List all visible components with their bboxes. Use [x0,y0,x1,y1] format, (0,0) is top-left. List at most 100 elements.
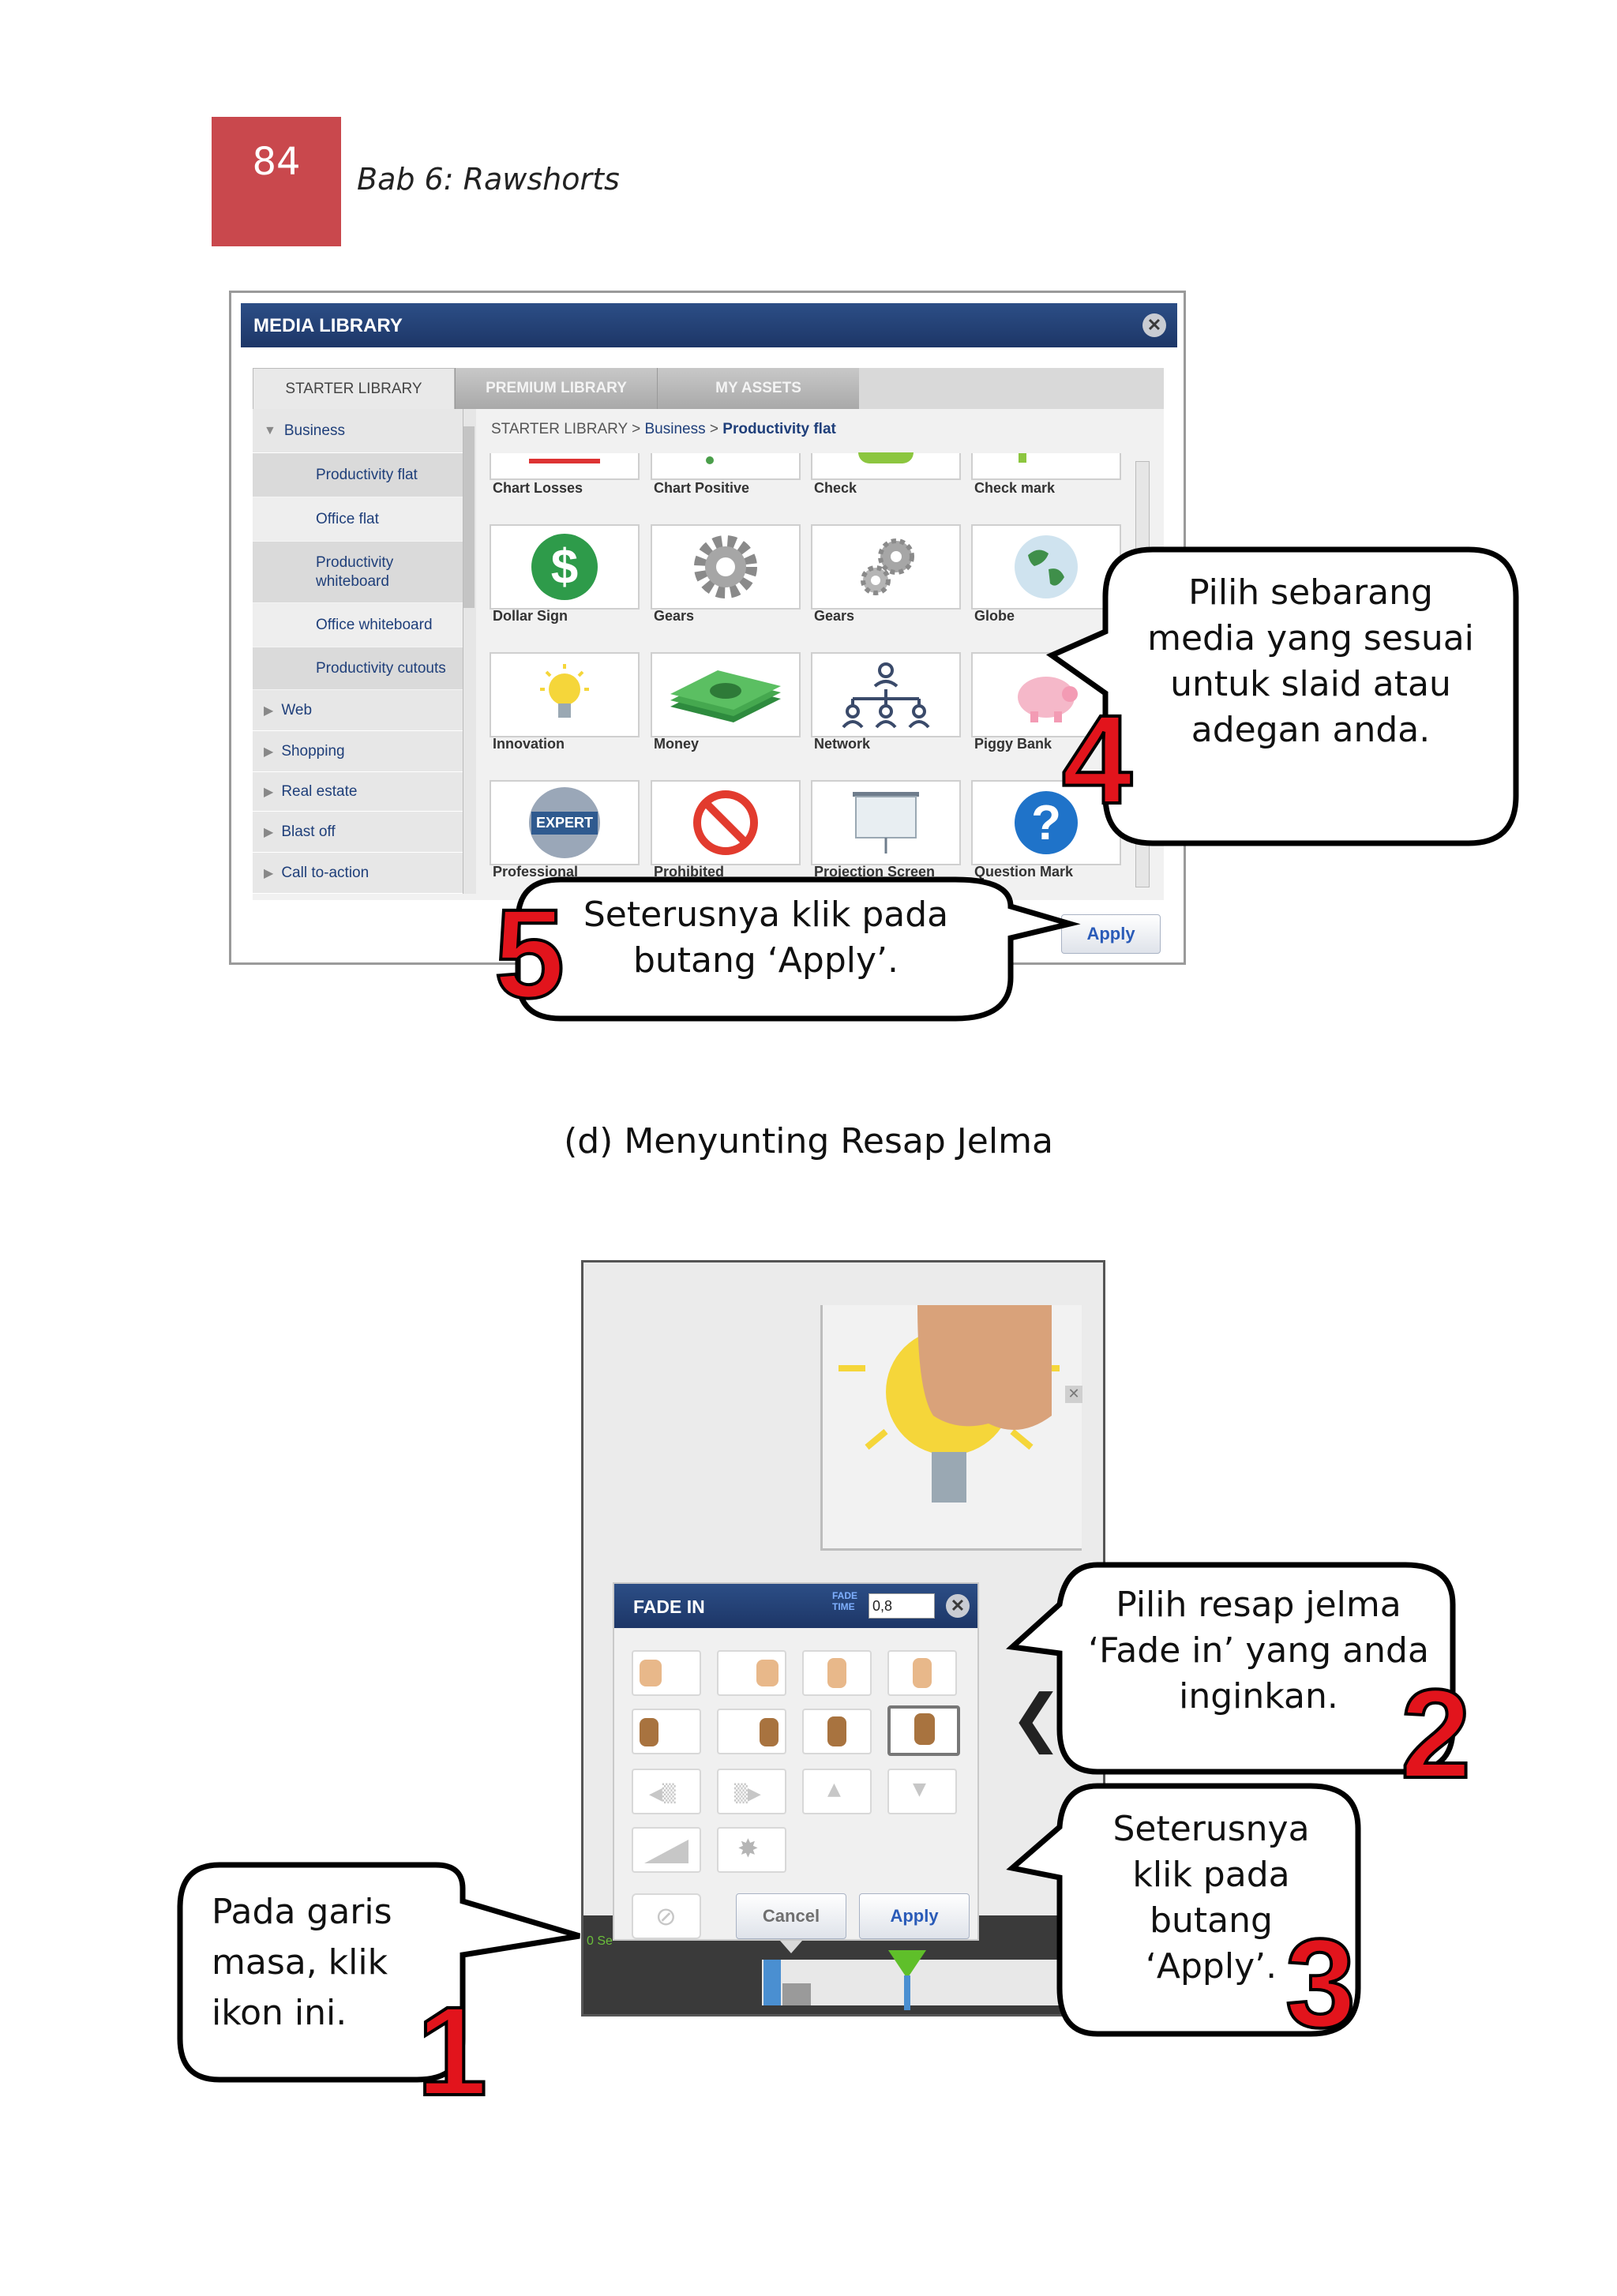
collapse-triangle-icon: ▶ [264,825,274,839]
tile-label: Gears [654,608,695,624]
burst-icon: ✸ [737,1833,759,1863]
apply-button[interactable]: Apply [859,1893,970,1939]
tile-professional[interactable]: EXPERT [490,780,640,865]
globe-icon [1015,535,1078,598]
projection-screen-icon [853,792,919,853]
category-sidebar: ▼Business Productivity flat Office flat … [253,409,463,894]
step-number-4: 4 [1060,688,1134,830]
callout-text-4: Pilih sebarang media yang sesuai untuk s… [1147,572,1474,750]
callout-bubble-3 [1006,1783,1361,2037]
check-icon [858,452,914,463]
tab-premium-library[interactable]: PREMIUM LIBRARY [455,368,657,409]
tile-prohibited[interactable] [651,780,801,865]
timeline-clip-start [763,1960,781,2005]
effect-slide-left-hand[interactable] [632,1650,701,1696]
close-icon[interactable]: ✕ [1142,313,1166,337]
collapse-triangle-icon: ▶ [264,785,274,799]
callout-bubble-2 [1006,1562,1456,1775]
timeline-clip[interactable] [762,1960,1103,2005]
no-effect-button[interactable]: ⊘ [632,1893,701,1939]
effect-arrow-left[interactable]: ◀▒ [632,1769,701,1814]
tile-globe[interactable] [971,524,1121,610]
fade-time-input[interactable]: 0,8 [869,1593,935,1619]
effect-slide-up-hand-dark[interactable] [802,1709,872,1754]
dollar-sign-icon: $ [531,534,598,600]
step-number-1: 1 [415,1980,489,2122]
expert-badge-icon: EXPERT [529,787,600,858]
close-icon[interactable]: ✕ [1065,1386,1082,1403]
breadcrumb-root[interactable]: STARTER LIBRARY [491,421,628,437]
expand-triangle-icon: ▼ [264,423,276,437]
tab-my-assets[interactable]: MY ASSETS [657,368,859,409]
close-icon[interactable]: ✕ [946,1594,970,1618]
page-number: 84 [252,140,301,184]
prohibited-icon [693,790,758,855]
apply-button[interactable]: Apply [1061,914,1161,954]
playhead-marker-icon[interactable] [884,1947,931,2010]
tile-projection-screen[interactable] [811,780,961,865]
arrow-left-icon: ◀▒ [649,1784,676,1804]
wipe-icon [644,1840,688,1863]
sidebar-item-blast-off[interactable]: ▶Blast off [253,812,463,853]
chart-losses-icon [529,459,600,463]
tile-check-mark[interactable] [971,453,1121,480]
scene-canvas [820,1305,1082,1551]
collapse-arrow-icon[interactable]: ❮ [1010,1681,1064,1754]
svg-text:?: ? [1031,796,1061,850]
tile-money[interactable] [651,652,801,737]
tab-starter-library[interactable]: STARTER LIBRARY [253,368,455,409]
tile-question-mark[interactable]: ? [971,780,1121,865]
tile-innovation[interactable] [490,652,640,737]
sidebar-item-shopping[interactable]: ▶Shopping [253,731,463,772]
callout-text-5: Seterusnya klik pada butang ‘Apply’. [583,895,949,981]
tile-label: Question Mark [974,864,1074,880]
fade-in-panel-header: FADE IN FADE TIME 0,8 ✕ [614,1584,977,1628]
effect-arrow-up[interactable]: ▲ [802,1769,872,1814]
tile-label: Innovation [493,736,565,752]
tile-chart-positive[interactable] [651,453,801,480]
sidebar-item-office-whiteboard[interactable]: Office whiteboard [253,603,463,647]
arrow-right-icon: ▒▶ [734,1784,761,1804]
tile-gears[interactable] [651,524,801,610]
tile-piggy-bank[interactable] [971,652,1121,737]
effect-slide-right-hand-dark[interactable] [717,1709,786,1754]
money-icon [670,670,781,722]
question-mark-icon: ? [1015,791,1078,854]
tile-dollar-sign[interactable]: $ [490,524,640,610]
piggy-bank-icon [1018,677,1078,722]
sidebar-item-productivity-whiteboard[interactable]: Productivity whiteboard [253,542,463,603]
step-number-2: 2 [1399,1663,1473,1804]
sidebar-scroll-thumb[interactable] [463,426,475,608]
tile-gears-2[interactable] [811,524,961,610]
fade-transition-icon[interactable] [782,1983,811,2005]
timeline-time-label: 0 Se [587,1934,613,1948]
sidebar-item-business[interactable]: ▼Business [253,409,463,453]
effect-arrow-right[interactable]: ▒▶ [717,1769,786,1814]
tile-chart-losses[interactable] [490,453,640,480]
tile-network[interactable] [811,652,961,737]
effect-slide-right-hand[interactable] [717,1650,786,1696]
callout-bubble-4 [1045,546,1519,846]
effect-arrow-down[interactable]: ▼ [887,1769,957,1814]
sidebar-item-productivity-flat[interactable]: Productivity flat [253,453,463,497]
sidebar-item-office-flat[interactable]: Office flat [253,497,463,542]
fade-time-label: FADE TIME [832,1590,858,1612]
fade-in-panel [613,1582,979,1941]
figure-caption: (d) Menyunting Resap Jelma [564,1121,1053,1161]
sidebar-item-web[interactable]: ▶Web [253,690,463,731]
tile-label: Globe [974,608,1015,624]
effect-slide-up-hand[interactable] [802,1650,872,1696]
sidebar-item-productivity-cutouts[interactable]: Productivity cutouts [253,647,463,690]
effect-slide-down-hand[interactable] [887,1650,957,1696]
network-icon [842,662,930,729]
cancel-button[interactable]: Cancel [736,1893,846,1939]
sidebar-item-real-estate[interactable]: ▶Real estate [253,772,463,812]
effect-slide-down-hand-dark-selected[interactable] [887,1705,960,1756]
effect-slide-left-hand-dark[interactable] [632,1709,701,1754]
sidebar-item-call-to-action[interactable]: ▶Call to-action [253,853,463,894]
effect-wipe[interactable] [632,1827,701,1873]
breadcrumb-business[interactable]: Business [644,421,706,437]
effect-burst[interactable]: ✸ [717,1827,786,1873]
none-icon: ⊘ [655,1901,677,1931]
tile-check[interactable] [811,452,961,480]
